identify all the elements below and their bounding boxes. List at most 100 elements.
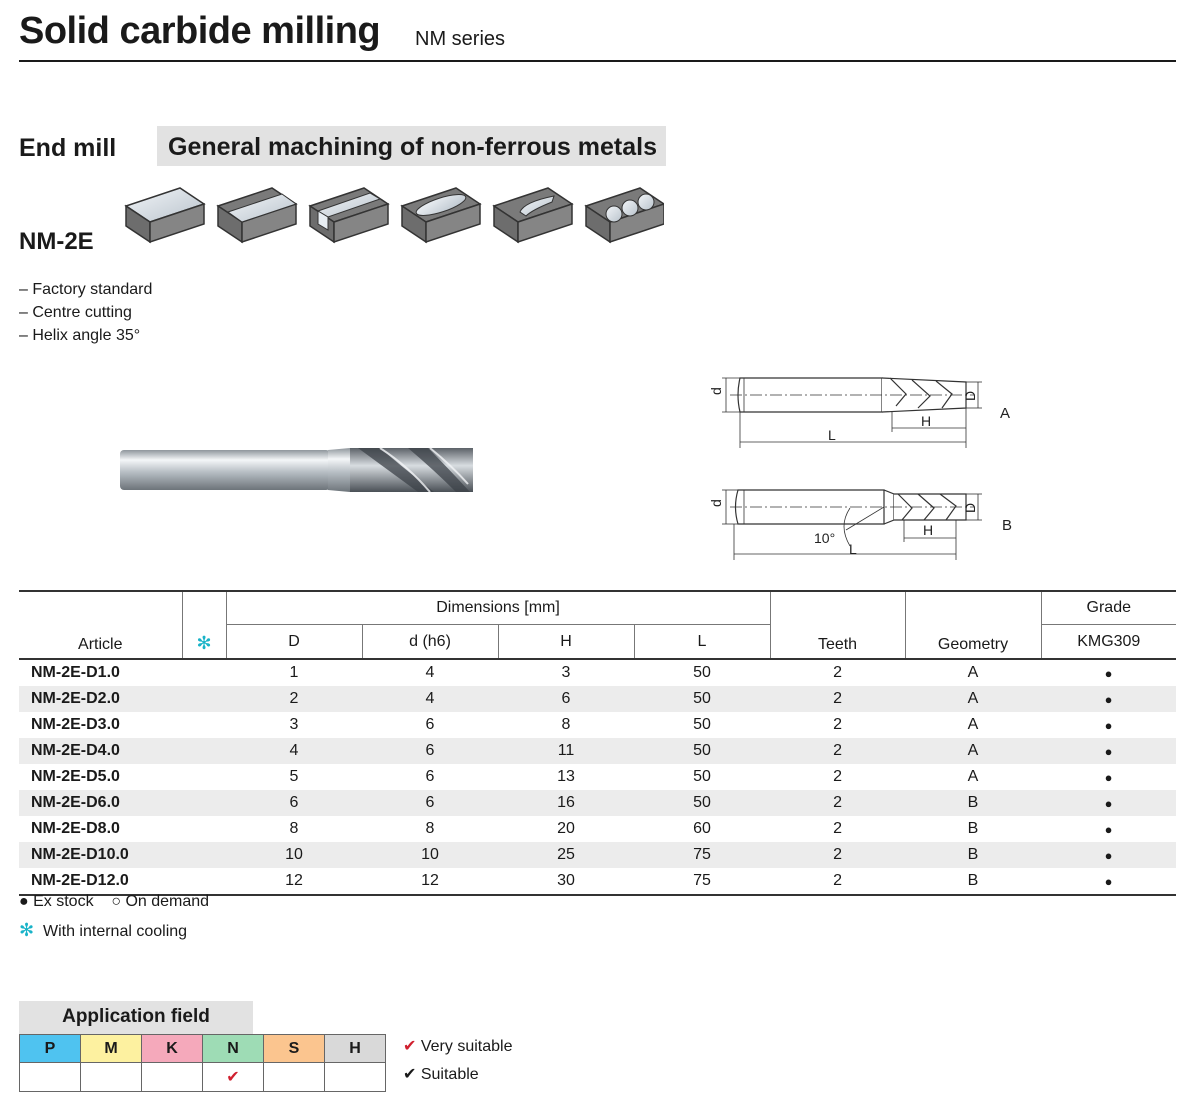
feature-item: – Centre cutting	[19, 304, 132, 321]
header-h: H	[497, 624, 634, 659]
dim-a-h: H	[921, 413, 931, 429]
d-shank-cell: 4	[425, 664, 435, 681]
material-group-h: H	[324, 1034, 386, 1063]
header-d-shank: d (h6)	[361, 624, 498, 659]
cooling-cell	[182, 764, 226, 790]
teeth-cell: 2	[770, 738, 906, 764]
article-cell: NM-2E-D3.0	[31, 716, 120, 733]
geometry-cell: A	[967, 768, 979, 785]
h-cell: 13	[557, 768, 575, 785]
cooling-legend: ✻ With internal cooling	[19, 920, 187, 941]
model-number: NM-2E	[19, 228, 94, 255]
material-suitability-s	[263, 1062, 325, 1092]
h-cell: 30	[557, 872, 575, 889]
feature-item: – Factory standard	[19, 281, 153, 298]
product-table: Article ✻ Dimensions [mm] Teeth Geometry…	[19, 590, 1177, 896]
very-suitable-check-icon: ✔	[403, 1038, 417, 1055]
geometry-a-label: A	[1000, 405, 1010, 422]
l-cell: 50	[693, 716, 711, 733]
application-field-title: Application field	[19, 1001, 253, 1034]
article-cell: NM-2E-D4.0	[19, 738, 182, 764]
d-cutting-cell: 4	[226, 738, 362, 764]
end-mill-image	[120, 447, 473, 493]
l-cell: 50	[634, 686, 771, 712]
geometry-cell: B	[967, 872, 979, 889]
teeth-cell: 2	[770, 790, 906, 816]
plunge-milling-icon	[584, 187, 664, 244]
cooling-cell	[182, 659, 226, 686]
grade-cell: ●	[1104, 821, 1113, 837]
grade-cell: ●	[1041, 842, 1177, 868]
grade-cell: ●	[1041, 790, 1177, 816]
very-suitable-legend: ✔ Very suitable	[403, 1036, 512, 1056]
d-shank-cell: 6	[362, 790, 498, 816]
header-geometry: Geometry	[904, 591, 1042, 659]
cooling-legend-text: With internal cooling	[42, 923, 188, 940]
teeth-cell: 2	[833, 768, 842, 785]
feature-item: – Helix angle 35°	[19, 327, 141, 344]
article-cell: NM-2E-D5.0	[31, 768, 120, 785]
ex-stock-legend: ● Ex stock	[19, 893, 94, 910]
d-shank-cell: 6	[362, 738, 498, 764]
ramping-milling-icon	[492, 187, 574, 244]
geometry-cell: A	[905, 686, 1042, 712]
d-shank-cell: 8	[425, 820, 435, 837]
l-cell: 50	[693, 664, 711, 681]
article-cell: NM-2E-D1.0	[31, 664, 120, 681]
grade-cell: ●	[1104, 717, 1113, 733]
l-cell: 50	[634, 790, 771, 816]
material-suitability-k	[141, 1062, 203, 1092]
article-cell: NM-2E-D8.0	[31, 820, 120, 837]
grade-cell: ●	[1041, 686, 1177, 712]
header-dimensions: Dimensions [mm]	[225, 591, 771, 625]
cooling-cell	[182, 816, 226, 842]
material-group-p: P	[19, 1034, 81, 1063]
teeth-cell: 2	[833, 716, 842, 733]
geometry-b-label: B	[1002, 517, 1012, 534]
h-cell: 16	[498, 790, 634, 816]
dim-b-cutting-d: D	[962, 503, 978, 513]
suitable-text: Suitable	[420, 1066, 479, 1083]
l-cell: 50	[693, 768, 711, 785]
grade-cell: ●	[1104, 769, 1113, 785]
article-cell: NM-2E-D12.0	[31, 872, 129, 889]
d-cutting-cell: 12	[285, 872, 303, 889]
geometry-b-drawing	[722, 489, 982, 560]
geometry-cell: A	[905, 738, 1042, 764]
pocket-milling-icon	[400, 187, 482, 244]
l-cell: 50	[634, 738, 771, 764]
material-group-m: M	[80, 1034, 142, 1063]
application-field-title-text: Application field	[62, 1006, 210, 1027]
very-suitable-text: Very suitable	[420, 1038, 513, 1055]
teeth-cell: 2	[833, 820, 842, 837]
slot-milling-icon	[308, 187, 390, 244]
material-suitability-m	[80, 1062, 142, 1092]
grade-cell: ●	[1104, 873, 1113, 889]
geometry-cell: B	[967, 820, 979, 837]
dim-b-shank-d: d	[708, 499, 724, 507]
header-teeth: Teeth	[769, 591, 906, 659]
suitable-legend: ✔ Suitable	[403, 1064, 479, 1084]
on-demand-legend: ○ On demand	[111, 893, 210, 910]
l-cell: 60	[693, 820, 711, 837]
teeth-cell: 2	[833, 664, 842, 681]
cooling-cell	[182, 842, 226, 868]
title-divider	[19, 60, 1176, 62]
geometry-cell: B	[905, 790, 1042, 816]
geometry-drawings: d D H L A d D H L 10° B	[708, 377, 1012, 560]
application-banner: General machining of non-ferrous metals	[157, 126, 666, 166]
d-shank-cell: 12	[421, 872, 439, 889]
h-cell: 11	[498, 738, 634, 764]
tool-type-label: End mill	[19, 134, 117, 162]
material-suitability-h	[324, 1062, 386, 1092]
header-article: Article	[78, 636, 123, 653]
header-grade-kmg309: KMG309	[1040, 624, 1177, 659]
header-grade: Grade	[1040, 591, 1177, 625]
dim-a-shank-d: d	[708, 387, 724, 395]
d-shank-cell: 4	[362, 686, 498, 712]
geometry-cell: A	[967, 664, 979, 681]
